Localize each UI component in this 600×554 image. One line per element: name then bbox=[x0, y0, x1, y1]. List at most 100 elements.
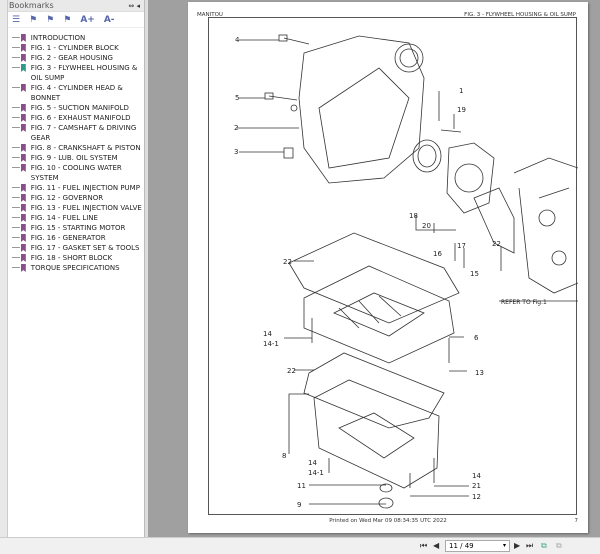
new-bookmark-icon[interactable]: ⚑ bbox=[46, 14, 55, 25]
callout-label: 19 bbox=[457, 106, 466, 114]
callout-label: 15 bbox=[470, 270, 479, 278]
bookmark-label: FIG. 13 - FUEL INJECTION VALVE bbox=[30, 204, 142, 212]
tree-line bbox=[12, 263, 20, 268]
bookmark-label: FIG. 15 - STARTING MOTOR bbox=[30, 224, 126, 232]
bookmark-label: FIG. 17 - GASKET SET & TOOLS bbox=[30, 244, 140, 252]
callout-label: 11 bbox=[297, 482, 306, 490]
bookmark-label: FIG. 1 - CYLINDER BLOCK bbox=[30, 44, 119, 52]
delete-bookmark-icon[interactable]: ⚑ bbox=[63, 14, 72, 25]
tree-line bbox=[12, 243, 20, 248]
options-icon[interactable]: ☰ bbox=[12, 14, 21, 25]
bookmark-item[interactable]: FIG. 10 - COOLING WATER SYSTEM bbox=[8, 163, 144, 183]
previous-page-icon[interactable]: ◀ bbox=[433, 541, 440, 550]
bookmark-item[interactable]: FIG. 7 - CAMSHAFT & DRIVING GEAR bbox=[8, 123, 144, 143]
bookmark-item[interactable]: FIG. 8 - CRANKSHAFT & PISTON bbox=[8, 143, 144, 153]
callout-label: 14-1 bbox=[308, 469, 324, 477]
bookmark-icon bbox=[20, 124, 26, 132]
tree-line bbox=[12, 193, 20, 198]
bookmarks-toolbar: ☰ ⚑ ⚑ ⚑ A+ A- bbox=[8, 12, 144, 28]
first-page-icon[interactable]: ⏮ bbox=[420, 541, 428, 550]
bookmark-item[interactable]: FIG. 14 - FUEL LINE bbox=[8, 213, 144, 223]
bookmark-label: FIG. 9 - LUB. OIL SYSTEM bbox=[30, 154, 118, 162]
pdf-page: MANITOU FIG. 3 - FLYWHEEL HOUSING & OIL … bbox=[188, 2, 588, 533]
tree-line bbox=[12, 153, 20, 158]
bookmark-item[interactable]: FIG. 16 - GENERATOR bbox=[8, 233, 144, 243]
bookmark-item[interactable]: FIG. 17 - GASKET SET & TOOLS bbox=[8, 243, 144, 253]
bookmarks-title: Bookmarks bbox=[9, 1, 54, 10]
bookmark-icon bbox=[20, 104, 26, 112]
bookmark-item[interactable]: FIG. 13 - FUEL INJECTION VALVE bbox=[8, 203, 144, 213]
bookmark-icon bbox=[20, 114, 26, 122]
tree-line bbox=[12, 33, 20, 38]
bookmark-icon bbox=[20, 194, 26, 202]
tree-line bbox=[12, 43, 20, 48]
document-view[interactable]: MANITOU FIG. 3 - FLYWHEEL HOUSING & OIL … bbox=[148, 0, 600, 537]
bookmark-item[interactable]: FIG. 15 - STARTING MOTOR bbox=[8, 223, 144, 233]
callout-label: 12 bbox=[472, 493, 481, 501]
panel-controls-icon[interactable]: ⇔ ◂ bbox=[128, 2, 140, 10]
bookmark-item[interactable]: FIG. 5 - SUCTION MANIFOLD bbox=[8, 103, 144, 113]
bookmark-item[interactable]: FIG. 12 - GOVERNOR bbox=[8, 193, 144, 203]
font-increase-button[interactable]: A+ bbox=[80, 14, 95, 25]
tree-line bbox=[12, 233, 20, 238]
printed-footer: Printed on Wed Mar 09 08:34:35 UTC 2022 bbox=[329, 518, 447, 524]
bookmark-item[interactable]: TORQUE SPECIFICATIONS bbox=[8, 263, 144, 273]
page-brand: MANITOU bbox=[197, 12, 223, 18]
bookmark-label: FIG. 2 - GEAR HOUSING bbox=[30, 54, 113, 62]
tree-line bbox=[12, 103, 20, 108]
bookmark-icon bbox=[20, 234, 26, 242]
bookmark-icon bbox=[20, 204, 26, 212]
next-page-icon[interactable]: ▶ bbox=[514, 541, 521, 550]
tree-line bbox=[12, 143, 20, 148]
side-panel-tabs[interactable] bbox=[0, 0, 8, 554]
fit-width-icon[interactable]: ⧉ bbox=[556, 541, 562, 550]
bookmark-icon bbox=[20, 144, 26, 152]
bookmark-item[interactable]: FIG. 2 - GEAR HOUSING bbox=[8, 53, 144, 63]
bookmark-item[interactable]: FIG. 4 - CYLINDER HEAD & BONNET bbox=[8, 83, 144, 103]
panel-splitter[interactable] bbox=[145, 0, 148, 537]
callout-label: 6 bbox=[474, 334, 479, 342]
bookmark-item[interactable]: FIG. 11 - FUEL INJECTION PUMP bbox=[8, 183, 144, 193]
callout-label: 14 bbox=[263, 330, 272, 338]
bookmark-item[interactable]: FIG. 3 - FLYWHEEL HOUSING & OIL SUMP bbox=[8, 63, 144, 83]
bookmark-label: FIG. 6 - EXHAUST MANIFOLD bbox=[30, 114, 131, 122]
callout-label: 13 bbox=[475, 369, 484, 377]
tree-line bbox=[12, 203, 20, 208]
bookmark-icon bbox=[20, 154, 26, 162]
navigation-bar: ⏮ ◀ 11 / 49 ▾ ▶ ⏭ ⧉ ⧉ bbox=[0, 537, 600, 554]
chevron-down-icon[interactable]: ▾ bbox=[502, 542, 506, 549]
last-page-icon[interactable]: ⏭ bbox=[526, 541, 534, 550]
page-number-input[interactable]: 11 / 49 ▾ bbox=[445, 540, 510, 552]
callout-label: 8 bbox=[282, 452, 286, 460]
bookmark-icon bbox=[20, 184, 26, 192]
bookmark-icon bbox=[20, 64, 26, 72]
tree-line bbox=[12, 53, 20, 58]
bookmark-item[interactable]: FIG. 1 - CYLINDER BLOCK bbox=[8, 43, 144, 53]
bookmark-icon bbox=[20, 34, 26, 42]
bookmark-item[interactable]: FIG. 18 - SHORT BLOCK bbox=[8, 253, 144, 263]
callout-label: 14 bbox=[308, 459, 317, 467]
callout-label: 14-1 bbox=[263, 340, 279, 348]
bookmark-icon bbox=[20, 214, 26, 222]
callout-label: 18 bbox=[409, 212, 418, 220]
tree-line bbox=[12, 123, 20, 128]
callout-label: 21 bbox=[472, 482, 481, 490]
bookmark-item[interactable]: FIG. 9 - LUB. OIL SYSTEM bbox=[8, 153, 144, 163]
bookmark-icon bbox=[20, 164, 26, 172]
callout-label: 17 bbox=[457, 242, 466, 250]
bookmark-icon bbox=[20, 84, 26, 92]
tree-line bbox=[12, 223, 20, 228]
bookmark-icon bbox=[20, 264, 26, 272]
expand-bookmark-icon[interactable]: ⚑ bbox=[29, 14, 38, 25]
fit-page-icon[interactable]: ⧉ bbox=[541, 541, 547, 550]
bookmark-icon bbox=[20, 44, 26, 52]
bookmark-label: FIG. 8 - CRANKSHAFT & PISTON bbox=[30, 144, 141, 152]
callout-label: 22 bbox=[287, 367, 296, 375]
callout-label: 5 bbox=[235, 94, 239, 102]
bookmark-item[interactable]: FIG. 6 - EXHAUST MANIFOLD bbox=[8, 113, 144, 123]
bookmark-item[interactable]: INTRODUCTION bbox=[8, 33, 144, 43]
callout-label: 20 bbox=[422, 222, 431, 230]
font-decrease-button[interactable]: A- bbox=[103, 14, 115, 25]
